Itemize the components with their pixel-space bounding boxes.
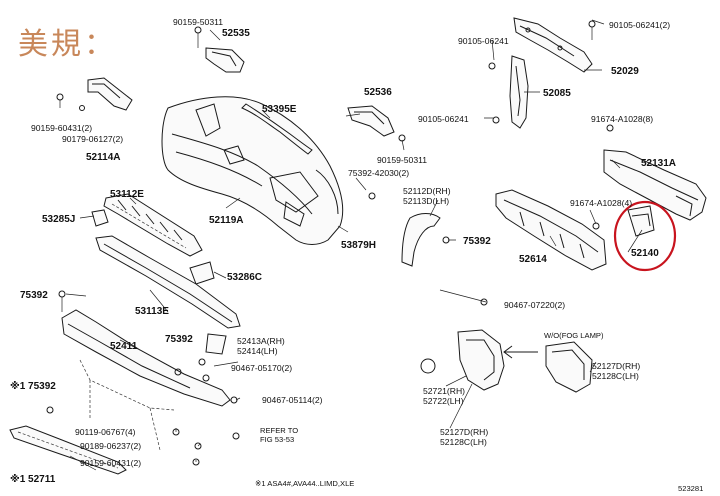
label-52711-note: ※1 52711 [10, 474, 56, 485]
arrow-icon [503, 345, 538, 359]
label-90189-06237: 90189-06237(2) [80, 441, 142, 451]
label-75392-mid: 75392 [463, 236, 491, 247]
label-52128c-low: 52128C(LH) [440, 437, 487, 447]
spoiler-52411[interactable] [61, 309, 231, 451]
label-90105-06241-mid: 90105-06241 [418, 114, 469, 124]
label-90105-06241-left: 90105-06241 [458, 36, 509, 46]
bumper-cover-52119a[interactable] [161, 96, 344, 245]
label-52413a: 52413A(RH) [237, 336, 285, 346]
label-75392-low: 75392 [165, 334, 193, 345]
label-52414: 52414(LH) [237, 346, 278, 356]
label-52113d: 52113D(LH) [403, 196, 450, 206]
label-52127d-top: 52127D(RH) [592, 361, 641, 371]
bracket-52085[interactable] [488, 55, 529, 129]
label-91674-a1028-4: 91674-A1028(4) [570, 198, 633, 208]
label-52119a: 52119A [209, 215, 244, 226]
label-fog-lamp: W/O(FOG LAMP) [544, 331, 604, 340]
leader-lines [65, 19, 643, 471]
label-90159-50311-mid: 90159-50311 [377, 155, 428, 165]
label-90179-06127: 90179-06127(2) [62, 134, 124, 144]
label-52411: 52411 [110, 341, 138, 352]
label-53395e: 53395E [262, 104, 297, 115]
footnote-applicability: ※1 ASA4#,AVA44..LIMD,XLE [255, 479, 355, 488]
bracket-52536[interactable] [347, 105, 406, 200]
label-52114a: 52114A [86, 152, 121, 163]
molding-53395e[interactable] [241, 103, 313, 155]
label-52721: 52721(RH) [423, 386, 466, 396]
label-90105-06241-right: 90105-06241(2) [609, 20, 671, 30]
label-fig-53-53: FIG 53-53 [260, 435, 295, 444]
label-90119-06767: 90119-06767(4) [75, 427, 136, 437]
label-52536: 52536 [364, 87, 392, 98]
cover-53286c[interactable] [189, 261, 215, 285]
label-52128c-top: 52128C(LH) [592, 371, 639, 381]
label-53113e: 53113E [135, 306, 169, 317]
grille-53112e[interactable] [103, 193, 203, 257]
retainer-52112d[interactable] [401, 213, 450, 267]
cover-53285j[interactable] [91, 209, 109, 227]
label-52535: 52535 [222, 28, 250, 39]
reinforcement-52131a[interactable] [592, 124, 707, 230]
highlight-circle [613, 200, 677, 272]
label-52131a: 52131A [641, 158, 677, 169]
grille-53113e[interactable] [95, 235, 241, 329]
label-52614: 52614 [519, 254, 547, 265]
label-52112d: 52112D(RH) [403, 186, 451, 196]
figure-number: 523281 [678, 484, 704, 493]
fog-bezel-52127d[interactable] [420, 298, 505, 391]
bracket-52535[interactable] [194, 26, 245, 73]
fog-cover-52127d[interactable] [545, 341, 593, 393]
label-75392-42030: 75392-42030(2) [348, 168, 410, 178]
label-53112e: 53112E [110, 189, 144, 200]
label-52140: 52140 [631, 248, 659, 259]
bracket-52114a[interactable] [56, 77, 133, 111]
bracket-52140[interactable] [627, 205, 655, 237]
label-52722: 52722(LH) [423, 396, 464, 406]
label-90467-05170: 90467-05170(2) [231, 363, 293, 373]
label-53285j: 53285J [42, 214, 76, 225]
label-53879h: 53879H [341, 240, 377, 251]
label-52127d-low: 52127D(RH) [440, 427, 489, 437]
label-90467-05114: 90467-05114(2) [262, 395, 323, 405]
label-91674-a1028-8: 91674-A1028(8) [591, 114, 654, 124]
label-90159-60431-left: 90159-60431(2) [31, 123, 93, 133]
label-refer-to: REFER TO [260, 426, 299, 435]
label-75392-note: ※1 75392 [10, 381, 56, 392]
label-90159-60431-low: 90159-60431(2) [80, 458, 142, 468]
plate-52711[interactable] [9, 425, 127, 475]
absorber-52614[interactable] [495, 189, 607, 271]
label-52085: 52085 [543, 88, 571, 99]
bracket-52029[interactable] [513, 17, 596, 73]
label-90467-07220: 90467-07220(2) [504, 300, 566, 310]
label-75392-left: 75392 [20, 290, 48, 301]
label-53286c: 53286C [227, 272, 263, 283]
fasteners-bottom[interactable] [46, 290, 240, 466]
watermark-text: 美規： [18, 27, 117, 62]
bracket-52413a[interactable] [205, 333, 227, 355]
label-90159-50311-top: 90159-50311 [173, 17, 224, 27]
label-52029: 52029 [611, 66, 639, 77]
